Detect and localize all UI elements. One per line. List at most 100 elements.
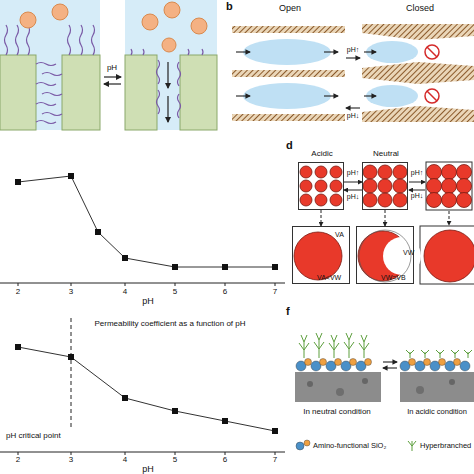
zoom-arrow	[385, 210, 386, 226]
blocked-sign	[425, 45, 439, 59]
pore-panel	[0, 0, 100, 130]
polymer-brush	[143, 49, 144, 55]
pore-panel	[0, 0, 217, 130]
hydrogel-particle	[378, 193, 392, 207]
data-series	[122, 395, 128, 401]
blocked-sign	[425, 45, 439, 103]
data-series	[68, 354, 74, 360]
substrate	[295, 372, 381, 402]
volume-box: Neutral	[362, 162, 408, 210]
hyperbranched-polymer	[406, 350, 414, 358]
volume-box	[420, 162, 474, 284]
chart-axis	[71, 283, 72, 286]
hydrogel-particle	[424, 230, 474, 282]
volume-box: VWVW=VB	[356, 226, 414, 284]
axis-tick: 4	[123, 288, 127, 296]
hyperbranched-polymer	[314, 333, 324, 358]
solute-particle	[52, 4, 68, 20]
state-heading: Closed	[406, 4, 434, 13]
axis-tick: 5	[173, 288, 177, 296]
hydrogel-particle	[300, 194, 312, 206]
membrane-channel	[232, 70, 345, 77]
ph-label: pH↓	[347, 193, 359, 200]
hydrogel-particle	[330, 166, 342, 178]
axis-tick: 7	[273, 288, 277, 296]
condition-label: In acidic condition	[407, 408, 467, 416]
axis-tick: 4	[123, 456, 127, 464]
flow-arrow	[167, 62, 168, 88]
hydrogel-particle	[378, 179, 392, 193]
hydrogel-particle	[427, 165, 442, 180]
state-heading: Neutral	[357, 150, 415, 158]
hydrogel-particle	[300, 166, 312, 178]
hydrogel-particle	[442, 193, 457, 208]
hydrogel-particle	[393, 179, 407, 193]
membrane-channel	[362, 62, 474, 84]
hyperbranched-polymer	[299, 333, 472, 451]
hyperbranched-polymer	[344, 333, 354, 358]
solute-particle	[20, 12, 36, 28]
axis-tick: 6	[223, 456, 227, 464]
volume-box: Acidic	[298, 162, 344, 210]
chart-axis	[125, 283, 126, 286]
data-series	[222, 264, 228, 270]
substrate	[336, 388, 344, 396]
axis-title: pH	[142, 297, 154, 306]
ph-label: pH↑	[411, 169, 423, 176]
axis-title: pH	[142, 465, 154, 474]
polymer-brush	[157, 60, 160, 84]
polymer-brush	[131, 49, 132, 55]
data-series	[68, 173, 74, 179]
amino-silica	[454, 359, 461, 366]
chart-axis	[71, 452, 72, 455]
amino-silica	[304, 440, 310, 446]
chart-axis	[225, 283, 226, 286]
polymer-brush	[68, 25, 71, 55]
chart-axis	[71, 318, 72, 430]
hydrogel-particle	[393, 193, 407, 207]
polymer-brush	[5, 25, 8, 55]
chart-title: Permeability coefficient as a function o…	[94, 320, 245, 328]
ph-label: pH↓	[411, 192, 423, 199]
axis-tick: 5	[173, 456, 177, 464]
polymer-brush	[178, 94, 181, 118]
substrate	[307, 381, 313, 387]
data-series	[95, 229, 101, 235]
solute-particle	[142, 14, 158, 30]
chart-axis	[175, 452, 176, 455]
amino-silica	[460, 361, 470, 371]
polymer-brush	[16, 25, 19, 55]
volume-label: VW=VB	[381, 274, 406, 281]
chart-axis	[18, 452, 19, 455]
solute-particle	[20, 2, 207, 52]
volume-box	[420, 226, 474, 284]
membrane-channel	[362, 106, 474, 122]
flow-arrow	[104, 62, 168, 122]
pore-panel	[125, 55, 157, 130]
data-series	[18, 347, 275, 431]
amino-silica	[365, 359, 372, 366]
chart-axis	[0, 318, 285, 455]
amino-silica	[350, 359, 357, 366]
solute-particle	[162, 38, 176, 52]
axis-tick: 7	[273, 456, 277, 464]
data-series	[18, 176, 275, 267]
hyperbranched-polymer	[451, 350, 459, 358]
hyperbranched-polymer	[464, 350, 472, 358]
hydrogel-particle	[427, 179, 442, 194]
data-series	[15, 344, 278, 434]
legend-text: Hyperbranched	[420, 442, 471, 450]
axis-tick: 2	[16, 456, 20, 464]
hydrogel-particle	[442, 165, 457, 180]
hydrogel-particle	[315, 180, 327, 192]
chart-axis	[275, 283, 276, 286]
amino-silica	[305, 359, 312, 366]
volume-label: VA	[335, 231, 344, 238]
data-series	[15, 344, 21, 350]
chart-axis	[0, 283, 285, 284]
flow-arrow	[236, 95, 250, 96]
annotation: pH critical point	[6, 432, 61, 440]
panel-letter: b	[226, 1, 233, 12]
hydrogel-particle	[442, 179, 457, 194]
amino-silica	[335, 359, 342, 366]
